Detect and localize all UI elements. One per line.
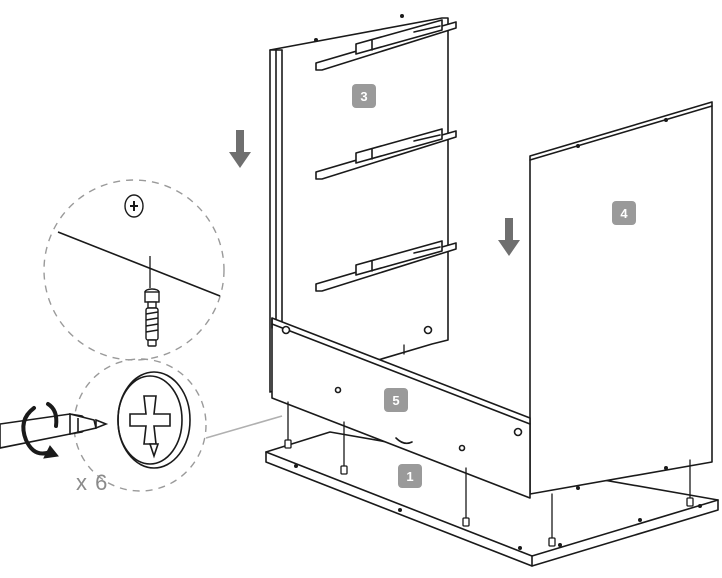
down-arrow-icon — [498, 218, 520, 256]
side-panel — [529, 101, 713, 495]
drawer-rail-top — [315, 19, 457, 71]
part-badge-1: 1 — [398, 464, 422, 488]
dowel — [462, 467, 470, 527]
cam-screw-head-icon — [124, 194, 144, 218]
part-number-5: 5 — [392, 393, 399, 408]
part-number-1: 1 — [406, 469, 413, 484]
quantity-label: x 6 — [76, 470, 108, 495]
detail-callout-dowel — [43, 179, 225, 361]
part-number-3: 3 — [360, 89, 367, 104]
back-panel — [269, 14, 457, 393]
part-badge-3: 3 — [352, 84, 376, 108]
dowels — [284, 344, 694, 547]
base-panel — [265, 431, 719, 567]
dowel — [340, 421, 348, 475]
phillips-screw-head-icon — [117, 371, 191, 469]
dowel — [686, 459, 694, 507]
dowel — [284, 401, 292, 449]
dowel — [548, 493, 556, 547]
drawer-rail-middle — [315, 128, 457, 180]
rotation-arrow-icon — [21, 402, 59, 459]
detail-callout-screwdriver: x 6 — [0, 358, 283, 495]
drawer-rail-bottom — [315, 240, 457, 292]
part-badge-5: 5 — [384, 388, 408, 412]
screwdriver-icon — [0, 412, 109, 449]
down-arrow-icon — [229, 130, 251, 168]
part-badge-4: 4 — [612, 201, 636, 225]
part-number-4: 4 — [620, 206, 628, 221]
dowel-pin-icon — [144, 288, 160, 347]
